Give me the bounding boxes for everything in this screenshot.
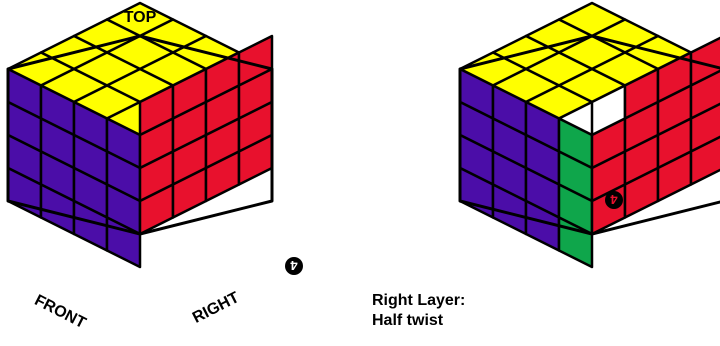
marker-left-number: 4 <box>290 258 298 273</box>
caption-line2: Half twist <box>372 312 444 329</box>
marker-right-number: 4 <box>610 192 618 207</box>
marker-left-disc <box>285 257 303 275</box>
right-facelet <box>689 135 720 186</box>
front-facelet <box>557 216 594 269</box>
label-right: RIGHT <box>190 289 242 327</box>
marker-right: 4 <box>605 191 623 209</box>
marker-left: 4 <box>285 257 303 275</box>
label-top: TOP <box>124 9 157 26</box>
cube-outline <box>6 34 274 236</box>
caption-line1: Right Layer: <box>372 292 465 309</box>
cube-before <box>6 1 274 269</box>
front-facelet <box>105 216 142 269</box>
cube-outline <box>458 34 720 236</box>
marker-right-disc <box>605 191 623 209</box>
label-front: FRONT <box>32 292 89 332</box>
cube-after <box>458 1 720 269</box>
